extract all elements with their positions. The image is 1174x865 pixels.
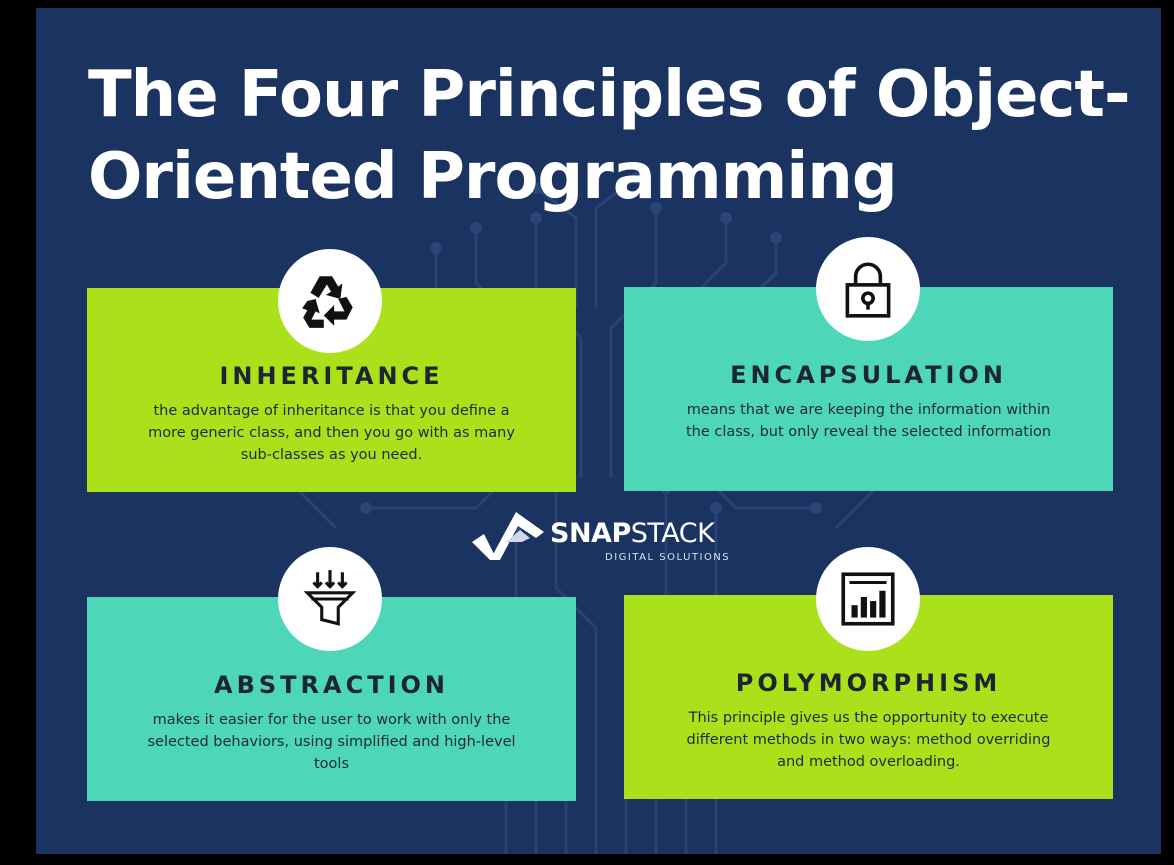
- card-description: makes it easier for the user to work wit…: [147, 712, 516, 772]
- card-description: This principle gives us the opportunity …: [686, 710, 1051, 770]
- page-title: The Four Principles of Object-Oriented P…: [88, 58, 1131, 214]
- card-title: POLYMORPHISM: [735, 669, 1002, 697]
- card-description: the advantage of inheritance is that you…: [148, 403, 515, 463]
- encapsulation-card: ENCAPSULATION means that we are keeping …: [624, 287, 1113, 491]
- infographic-poster: The Four Principles of Object-Oriented P…: [36, 8, 1161, 854]
- logo-word-light: STACK: [630, 518, 715, 549]
- polymorphism-badge: [816, 547, 920, 651]
- encapsulation-badge: [816, 237, 920, 341]
- card-title: ENCAPSULATION: [730, 361, 1007, 389]
- abstraction-badge: [278, 547, 382, 651]
- logo-wordmark: SNAPSTACK: [550, 518, 715, 549]
- padlock-icon: [845, 262, 891, 318]
- card-title: INHERITANCE: [219, 362, 444, 390]
- logo-subtitle: DIGITAL SOLUTIONS: [605, 552, 731, 563]
- card-title: ABSTRACTION: [214, 671, 449, 699]
- bar-chart-icon: [841, 572, 895, 626]
- card-description: means that we are keeping the informatio…: [685, 402, 1052, 440]
- recycle-icon: [302, 276, 353, 328]
- snapstack-logo: SNAPSTACK DIGITAL SOLUTIONS: [470, 508, 750, 568]
- snapstack-logo-mark: [472, 512, 544, 560]
- logo-word-bold: SNAP: [550, 518, 631, 549]
- funnel-icon: [303, 570, 357, 626]
- inheritance-badge: [278, 249, 382, 353]
